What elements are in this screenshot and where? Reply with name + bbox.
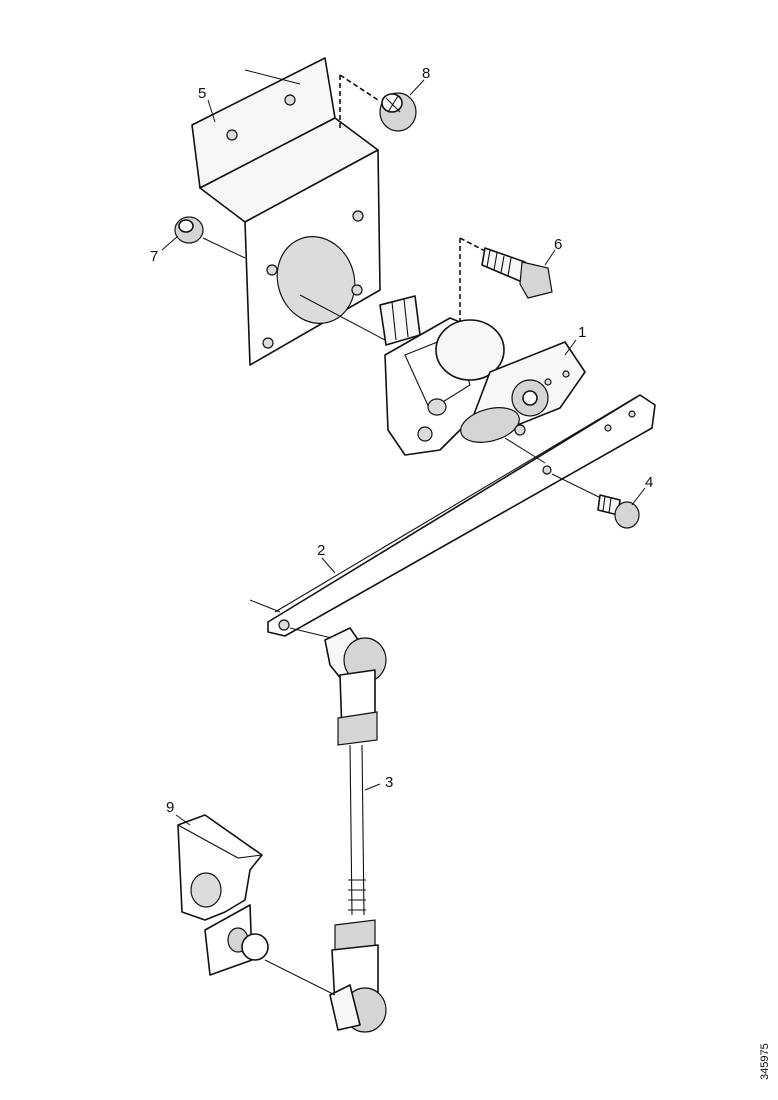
callout-leaders [161, 79, 646, 826]
callout-8: 8 [422, 65, 430, 82]
mounting-bracket-part-5 [191, 57, 381, 366]
callout-2: 2 [317, 542, 325, 559]
callout-4: 4 [645, 474, 653, 491]
callout-6: 6 [554, 236, 562, 253]
callout-5: 5 [198, 85, 206, 102]
document-id: 345975 [759, 1043, 771, 1080]
nut-part-7 [174, 216, 246, 259]
level-sensor-part-1 [299, 294, 586, 456]
callout-7: 7 [150, 248, 158, 265]
screw-part-4 [551, 473, 640, 529]
flange-nut-part-8 [339, 74, 417, 132]
lower-bracket-part-9 [177, 814, 269, 976]
callout-3: 3 [385, 774, 393, 791]
connecting-rod-part-3 [264, 627, 387, 1033]
callout-9: 9 [166, 799, 174, 816]
lever-arm-part-2 [249, 394, 656, 637]
callout-1: 1 [578, 324, 586, 341]
